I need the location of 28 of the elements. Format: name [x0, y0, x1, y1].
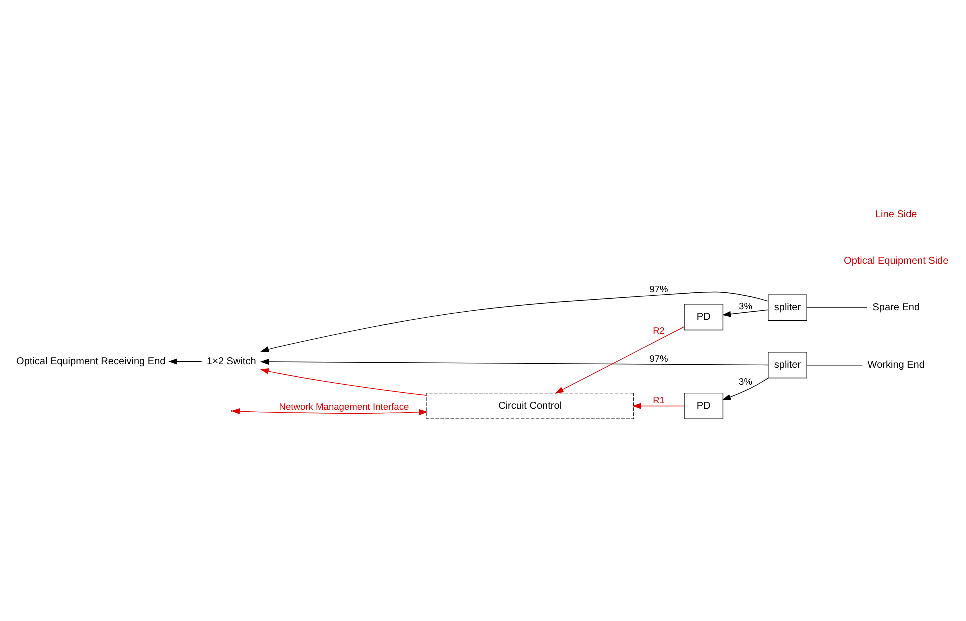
arrow	[260, 292, 769, 352]
node-box: PD	[684, 392, 724, 420]
arrow	[632, 403, 685, 410]
node-text: Spare End	[872, 302, 920, 314]
arrow	[722, 378, 769, 400]
node-text: Working End	[868, 360, 925, 372]
edge-label: Network Management Interface	[279, 402, 410, 412]
label: Optical Equipment Side	[844, 256, 949, 268]
arrow	[168, 358, 202, 365]
edge-label: 97%	[650, 284, 668, 294]
edge-label: 3%	[739, 302, 753, 312]
arrow	[555, 326, 685, 394]
edge-label: 3%	[739, 377, 753, 387]
edge-label: R2	[653, 326, 665, 336]
node-box: spliter	[768, 294, 808, 322]
node-box: spliter	[768, 352, 808, 379]
edge-label: 97%	[650, 354, 668, 364]
arrow	[231, 408, 428, 416]
node-box: Circuit Control	[426, 392, 634, 420]
edge-label: R1	[653, 396, 665, 406]
node-text: 1×2 Switch	[207, 356, 256, 368]
node-box: PD	[684, 304, 724, 331]
arrow	[260, 368, 428, 396]
connector	[806, 365, 863, 366]
node-text: Optical Equipment Receiving End	[16, 356, 166, 368]
arrow	[260, 359, 769, 366]
arrow	[722, 310, 769, 318]
label: Line Side	[875, 209, 918, 220]
